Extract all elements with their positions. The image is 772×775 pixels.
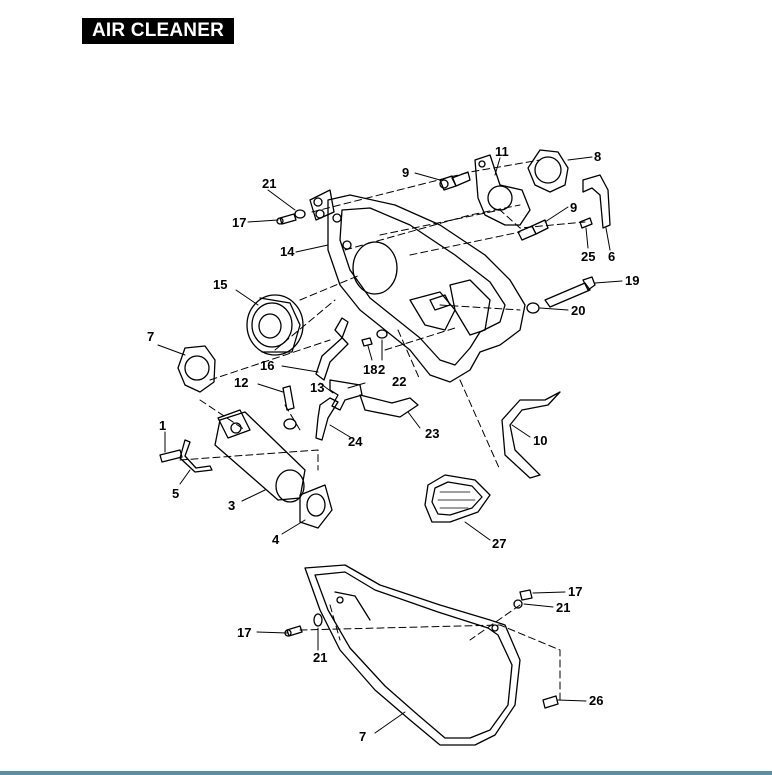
callout-16: 16 <box>260 358 274 373</box>
callout-19: 19 <box>625 273 639 288</box>
callout-13: 13 <box>310 380 324 395</box>
page-title: AIR CLEANER <box>82 18 234 44</box>
bracket-part-11 <box>474 154 531 226</box>
screw-part-1 <box>159 449 183 463</box>
callout-5: 5 <box>172 486 179 501</box>
callout-labels: 21 17 14 15 7 12 1 5 3 4 13 16 18 2 22 2… <box>147 144 639 744</box>
screw-part-17-cover-left <box>284 625 303 637</box>
filter-ring-part-14 <box>246 294 304 356</box>
callout-7: 7 <box>147 329 154 344</box>
bracket-part-10 <box>501 391 561 479</box>
screw-part-18 <box>361 337 373 347</box>
washer-part-20 <box>526 302 540 314</box>
callout-17: 17 <box>237 625 251 640</box>
pin-part-25 <box>579 217 593 229</box>
callout-14: 15 <box>213 277 227 292</box>
callout-2: 2 <box>378 362 385 377</box>
screw-part-26 <box>542 695 559 709</box>
callout-26: 26 <box>589 693 603 708</box>
bolt-part-19 <box>544 276 596 308</box>
filter-element-part-27 <box>424 474 491 523</box>
seal-part-4 <box>299 484 333 529</box>
callout-11: 11 <box>495 144 509 159</box>
callout-23: 23 <box>425 426 439 441</box>
bottom-accent-bar <box>0 771 772 775</box>
callout-10: 10 <box>533 433 547 448</box>
tee-fitting-part-13 <box>329 379 363 411</box>
housing-part-3 <box>214 409 306 503</box>
gasket-part-7-top <box>527 149 569 193</box>
callout-4: 4 <box>272 532 280 547</box>
callout-18: 18 <box>363 362 377 377</box>
callout-17: 17 <box>232 215 246 230</box>
hose-part-16 <box>315 317 349 381</box>
callout-22: 22 <box>392 374 406 389</box>
gasket-part-7-left <box>177 345 216 393</box>
callout-1: 1 <box>159 418 166 433</box>
leader-lines <box>157 156 623 734</box>
callout-17: 17 <box>568 584 582 599</box>
callout-20: 20 <box>571 303 585 318</box>
screw-part-9-upper <box>439 171 471 191</box>
callout-9: 9 <box>570 200 577 215</box>
clamp-part-5 <box>179 439 213 473</box>
screw-part-12 <box>282 385 297 430</box>
cover-part-8 <box>304 564 521 746</box>
washer-part-21-cover-right <box>513 599 523 609</box>
hose-part-24 <box>315 397 339 441</box>
callout-15: 14 <box>280 244 295 259</box>
callout-8: 7 <box>359 729 366 744</box>
clip-part-6 <box>582 174 611 229</box>
callout-7: 8 <box>594 149 601 164</box>
callout-21: 21 <box>313 650 327 665</box>
callout-21: 21 <box>262 176 276 191</box>
callout-21: 21 <box>556 600 570 615</box>
callout-24: 24 <box>348 434 363 449</box>
callout-27: 27 <box>492 536 506 551</box>
washer-part-21-top <box>294 209 306 219</box>
hose-part-23 <box>359 394 419 418</box>
backplate-part-15 <box>309 189 526 383</box>
screw-part-9-lower <box>517 219 549 241</box>
screw-part-17-cover-right <box>519 589 533 601</box>
screw-part-17-top <box>276 213 297 225</box>
callout-6: 6 <box>608 249 615 264</box>
callout-3: 3 <box>228 498 235 513</box>
assembly-guide-lines <box>179 159 586 701</box>
callout-9: 9 <box>402 165 409 180</box>
callout-12: 12 <box>234 375 248 390</box>
washer-part-2 <box>376 329 388 339</box>
callout-25: 25 <box>581 249 595 264</box>
washer-part-21-cover-left <box>313 613 323 627</box>
